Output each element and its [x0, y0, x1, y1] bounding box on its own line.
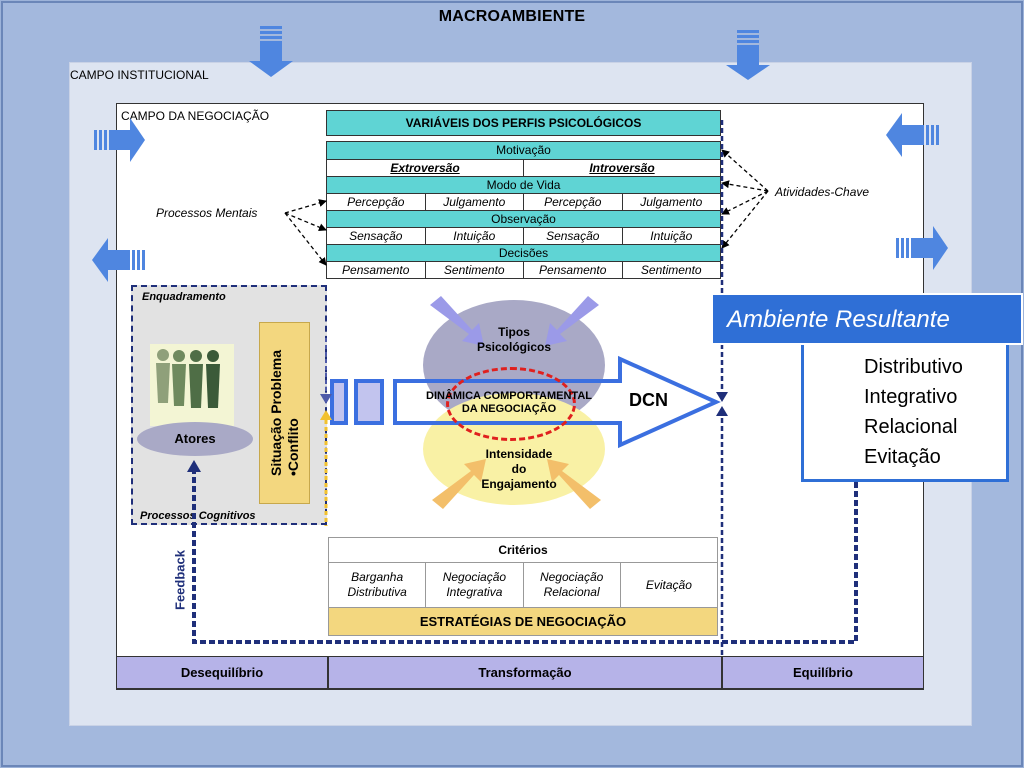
criterio-line: Relacional: [543, 585, 600, 599]
desequilibrio-label: Desequilíbrio: [116, 656, 328, 689]
feedback-label-wrap: Feedback: [170, 540, 190, 620]
processos-mentais-connectors: [284, 199, 327, 266]
dinamica-label-line2: DA NEGOCIAÇÃO: [461, 403, 557, 415]
tipos-label-line2: Psicológicos: [476, 340, 552, 354]
table-cell: Intuição: [650, 229, 693, 243]
arrow-head-icon: [716, 392, 728, 402]
variaveis-table: Motivação Extroversão Introversão Modo d…: [326, 141, 721, 279]
table-cell: Percepção: [327, 194, 426, 210]
list-item: Distributivo: [864, 356, 963, 378]
table-cell: Pensamento: [524, 262, 623, 278]
introversao-cell: Introversão: [589, 161, 655, 175]
intensidade-label-line3: Engajamento: [481, 477, 557, 491]
arrow-head-icon: [716, 406, 728, 416]
variaveis-header: VARIÁVEIS DOS PERFIS PSICOLÓGICOS: [326, 110, 721, 136]
situacao-problema-box: [259, 322, 310, 504]
diagonal-arrow-icon: [430, 296, 599, 346]
people-icon: [156, 349, 220, 408]
list-item: Relacional: [864, 416, 958, 438]
processos-mentais-label: Processos Mentais: [156, 206, 258, 220]
table-cell: Julgamento: [426, 194, 524, 210]
table-cell: Julgamento: [640, 195, 703, 209]
list-item: Integrativo: [864, 386, 958, 408]
decisoes-label: Decisões: [498, 246, 549, 260]
right-arrow-icon: [896, 226, 948, 270]
down-arrow-icon: [726, 30, 770, 80]
atores-figures-image: [150, 344, 234, 426]
table-cell: Sentimento: [426, 262, 524, 278]
extroversao-cell: Extroversão: [327, 160, 524, 176]
ambiente-resultante-list: Distributivo Integrativo Relacional Evit…: [864, 352, 963, 472]
intensidade-label-line1: Intensidade: [485, 447, 553, 461]
atividades-chave-connectors: [721, 149, 769, 249]
table-cell: Sensação: [327, 228, 426, 244]
atores-label: Atores: [137, 422, 253, 456]
tipos-psicologicos-label: Tipos Psicológicos: [459, 325, 569, 355]
ambiente-resultante-title: Ambiente Resultante: [711, 293, 1023, 345]
diagonal-arrow-icon: [432, 459, 601, 509]
intensidade-label: Intensidade do Engajamento: [459, 447, 579, 492]
arrow-head-icon: [187, 460, 201, 472]
observacao-label: Observação: [491, 212, 556, 226]
decisoes-row: Decisões: [327, 244, 720, 261]
down-arrow-icon: [249, 26, 293, 77]
left-arrow-icon: [886, 113, 939, 157]
modo-de-vida-values-row: Percepção Julgamento Percepção Julgament…: [327, 193, 720, 210]
transformacao-label: Transformação: [328, 656, 722, 689]
dinamica-label-line1: DINÂMICA COMPORTAMENTAL: [426, 390, 592, 402]
table-cell: Sensação: [524, 228, 623, 244]
criterio-line: Negociação: [539, 570, 604, 584]
dcn-arrow: [330, 355, 721, 449]
ambiente-resultante-box: [801, 340, 1009, 482]
input-connectors: [320, 338, 332, 526]
equilibrio-label: Equilíbrio: [722, 656, 924, 689]
criterio-line: Distributiva: [347, 585, 407, 599]
table-cell: Sentimento: [640, 263, 702, 277]
motivacao-label: Motivação: [496, 143, 551, 157]
campo-negociacao-label: CAMPO DA NEGOCIAÇÃO: [121, 109, 270, 123]
feedback-loop: [192, 470, 858, 644]
page-title: MACROAMBIENTE: [438, 8, 586, 25]
right-arrow-icon: [94, 118, 145, 162]
estrategias-footer: ESTRATÉGIAS DE NEGOCIAÇÃO: [329, 607, 717, 635]
processos-cognitivos-label: Processos Cognitivos: [140, 510, 256, 522]
campo-institucional-label: CAMPO INSTITUCIONAL: [70, 68, 209, 82]
criterio-line: Evitação: [645, 577, 692, 592]
dinamica-label: DINÂMICA COMPORTAMENTAL DA NEGOCIAÇÃO: [402, 390, 616, 416]
intensidade-label-line2: do: [511, 462, 527, 476]
criterio-line: Integrativa: [446, 585, 503, 599]
observacao-values-row: Sensação Intuição Sensação Intuição: [327, 227, 720, 244]
criterio-line: Barganha: [351, 570, 404, 584]
feedback-label: Feedback: [172, 550, 188, 610]
table-cell: Pensamento: [327, 262, 426, 278]
dinamica-highlight-ellipse: [446, 367, 576, 441]
motivacao-row: Motivação: [327, 142, 720, 159]
table-cell: Intuição: [426, 228, 524, 244]
list-item: Evitação: [864, 446, 941, 468]
criterio-line: Negociação: [442, 570, 507, 584]
decisoes-values-row: Pensamento Sentimento Pensamento Sentime…: [327, 261, 720, 278]
modo-de-vida-label: Modo de Vida: [486, 178, 561, 192]
motivacao-values-row: Extroversão Introversão: [327, 159, 720, 176]
left-arrow-icon: [92, 238, 145, 282]
atividades-chave-label: Atividades-Chave: [775, 185, 870, 199]
modo-de-vida-row: Modo de Vida: [327, 176, 720, 193]
criterios-header: Critérios: [329, 538, 717, 562]
tipos-label-line1: Tipos: [498, 325, 530, 339]
table-cell: Percepção: [524, 194, 623, 210]
dcn-label: DCN: [629, 390, 668, 410]
criterio-cell: Evitação: [621, 563, 717, 607]
observacao-row: Observação: [327, 210, 720, 227]
enquadramento-label: Enquadramento: [142, 291, 226, 303]
